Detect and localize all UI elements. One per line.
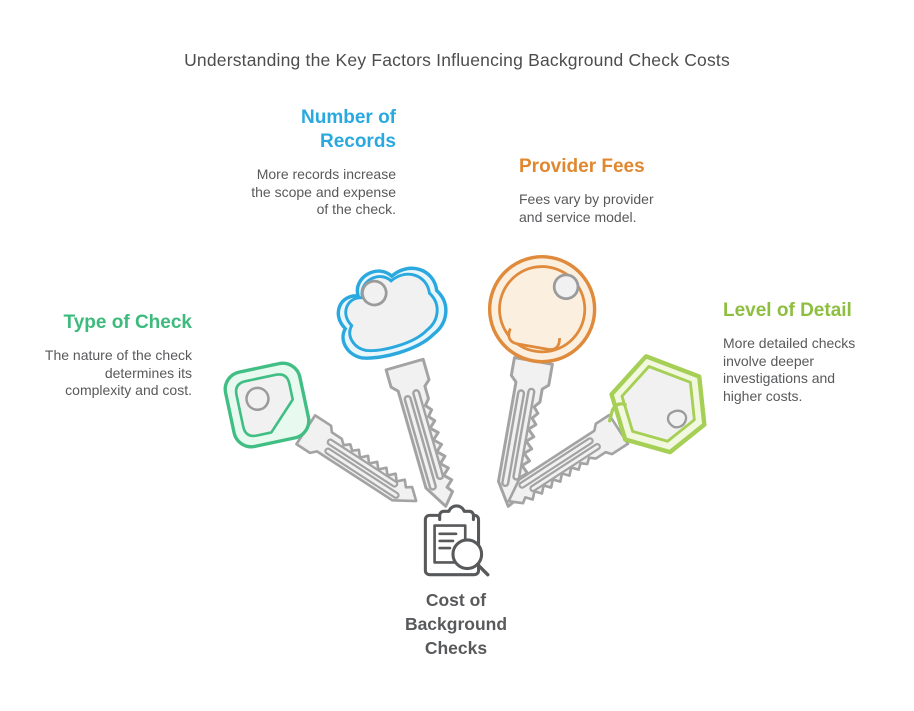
factor-level-of-detail: Level of Detail More detailed checks inv… — [723, 299, 873, 405]
key-head-rounded-square — [223, 361, 311, 449]
key-head-circle — [487, 254, 597, 364]
key-icon-provider-fees — [487, 254, 597, 508]
key-icon-type-of-check — [223, 361, 418, 503]
factor-description: Fees vary by provider and service model. — [519, 191, 654, 225]
factor-heading: Number of Records — [301, 107, 396, 152]
factor-description: More records increase the scope and expe… — [251, 166, 396, 218]
factor-heading: Provider Fees — [519, 156, 645, 177]
clipboard-search-icon — [423, 504, 490, 577]
factor-provider-fees: Provider Fees Fees vary by provider and … — [519, 155, 669, 226]
factor-description: The nature of the check determines its c… — [44, 347, 192, 399]
key-head-hexagon — [591, 338, 725, 470]
key-icon-level-of-detail — [507, 328, 733, 505]
factor-description: More detailed checks involve deeper inve… — [723, 335, 856, 404]
factor-heading: Level of Detail — [723, 300, 852, 321]
factor-type-of-check: Type of Check The nature of the check de… — [40, 311, 192, 400]
center-label: Cost of Background Checks — [404, 590, 508, 658]
key-head-cloud — [325, 253, 457, 369]
key-icon-number-of-records — [325, 253, 457, 508]
page-title: Understanding the Key Factors Influencin… — [184, 50, 730, 70]
factor-number-of-records: Number of Records More records increase … — [244, 106, 396, 219]
factor-heading: Type of Check — [63, 312, 192, 333]
